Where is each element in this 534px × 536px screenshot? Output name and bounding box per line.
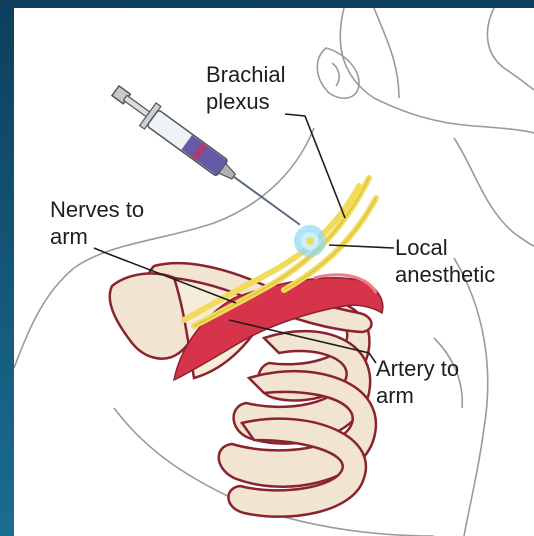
label-nerves-to-arm-line1: Nerves to — [50, 196, 144, 223]
label-local-anesthetic-line1: Local — [395, 234, 495, 261]
label-local-anesthetic: Local anesthetic — [395, 234, 495, 288]
label-nerves-to-arm: Nerves to arm — [50, 196, 144, 250]
illustration-panel: Brachial plexus Nerves to arm Local anes… — [14, 8, 534, 536]
label-brachial-plexus-line2: plexus — [206, 88, 285, 115]
local-anesthetic-glow — [294, 225, 326, 257]
leader-brachial-plexus — [285, 114, 345, 218]
label-nerves-to-arm-line2: arm — [50, 223, 144, 250]
syringe-needle — [234, 177, 300, 225]
label-artery-to-arm-line2: arm — [376, 382, 459, 409]
label-artery-to-arm-line1: Artery to — [376, 355, 459, 382]
label-brachial-plexus: Brachial plexus — [206, 61, 285, 115]
label-local-anesthetic-line2: anesthetic — [395, 261, 495, 288]
label-brachial-plexus-line1: Brachial — [206, 61, 285, 88]
label-artery-to-arm: Artery to arm — [376, 355, 459, 409]
